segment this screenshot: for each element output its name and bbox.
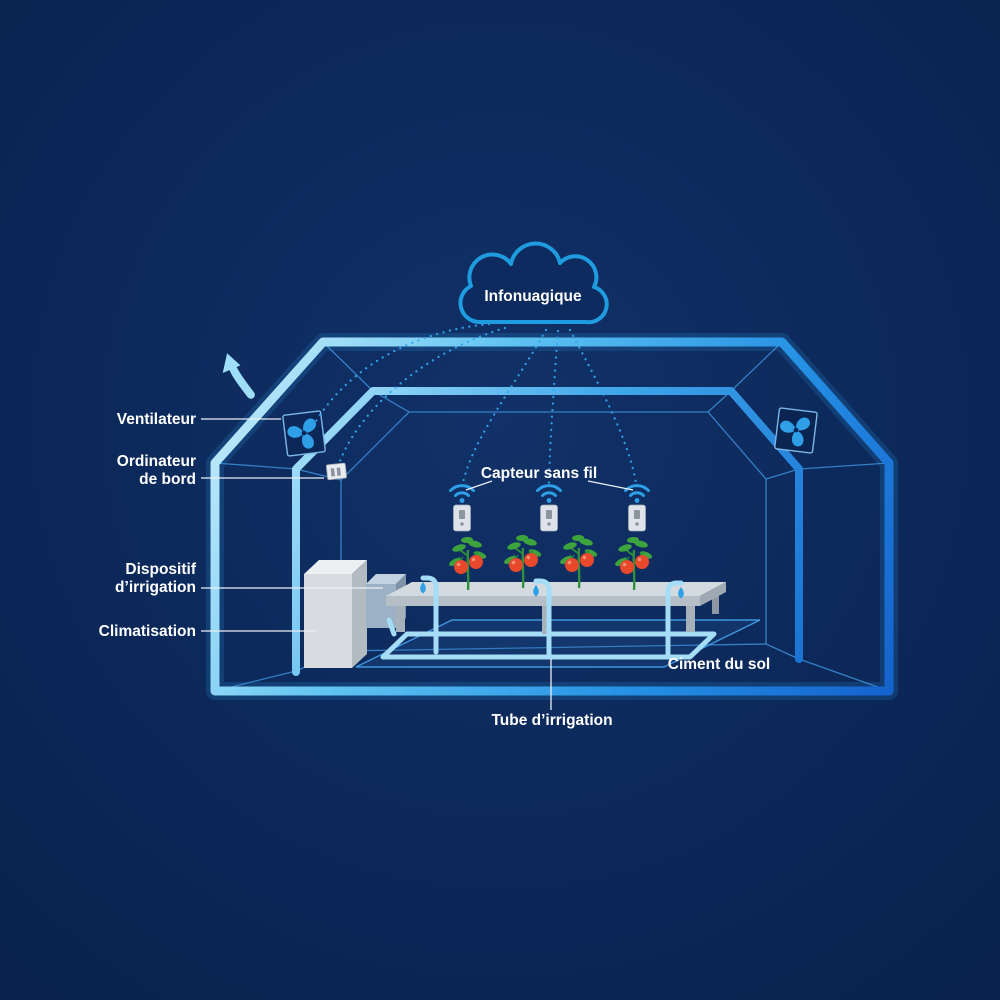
greenhouse-outer-frame [210, 337, 894, 696]
tomato-plant-icon [557, 533, 600, 590]
wireless-sensor-icon [624, 484, 650, 533]
onboard-computer [325, 462, 347, 481]
pointer-capteur-left [465, 480, 493, 491]
pointer-lines [201, 418, 634, 710]
label-ordinateur-line1: Ordinateur [117, 453, 196, 470]
label-climatisation: Climatisation [99, 623, 196, 640]
cloud-icon: Infonuagique [458, 241, 609, 325]
label-tube-irrigation: Tube d’irrigation [491, 712, 612, 729]
cloud-label: Infonuagique [484, 288, 582, 305]
cloud-data-links [313, 322, 638, 485]
label-ventilateur: Ventilateur [117, 411, 196, 428]
pointer-capteur-right [587, 480, 634, 491]
greenhouse-inner-frame [292, 387, 803, 676]
exhaust-arrow-icon [222, 353, 255, 399]
fan-right-icon [774, 407, 818, 454]
irrigation-pipe-loop [380, 617, 717, 660]
label-dispositif-line1: Dispositif [125, 561, 196, 578]
wireless-sensor-icon [536, 484, 562, 533]
tomato-plant-icon [446, 535, 489, 592]
tomato-plant-icon [612, 535, 655, 592]
climatisation-unit [304, 560, 367, 668]
label-ciment-du-sol: Ciment du sol [668, 656, 770, 673]
wireless-sensor-icon [449, 484, 475, 533]
label-capteur-sans-fil: Capteur sans fil [481, 465, 597, 482]
label-dispositif-line2: d’irrigation [115, 579, 196, 596]
label-ordinateur-line2: de bord [139, 471, 196, 488]
fan-left-icon [282, 410, 326, 457]
